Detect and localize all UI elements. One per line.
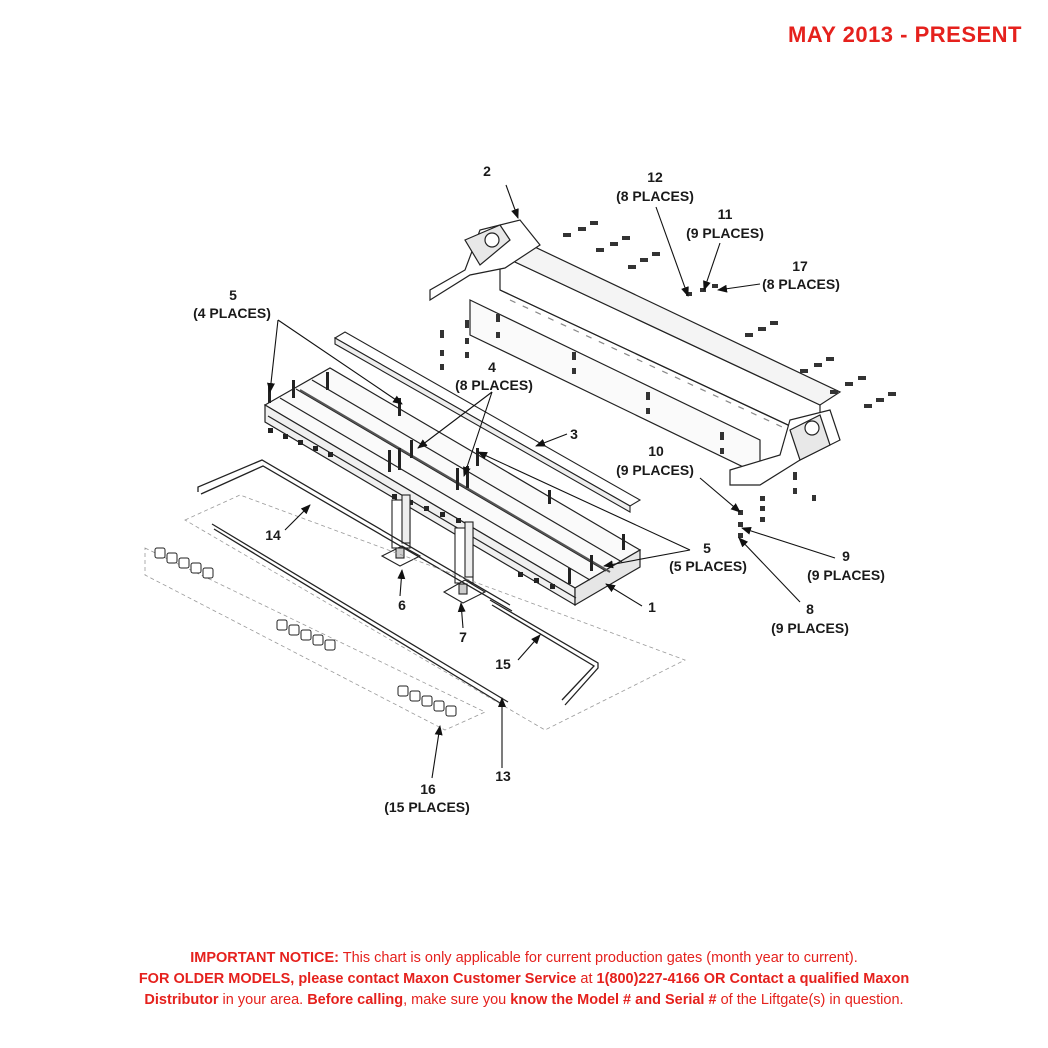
callout-13-number: 13 [495, 768, 511, 784]
callout-17-qty: (8 PLACES) [762, 276, 840, 292]
callout-14-number: 14 [265, 527, 281, 543]
notice-phone: 1(800)227-4166 OR Contact a qualified Ma… [596, 971, 910, 987]
callout-16-number: 16 [420, 781, 436, 797]
notice-line-1: IMPORTANT NOTICE: This chart is only app… [0, 948, 1048, 969]
leader-lines [267, 184, 836, 779]
notice-model-serial: know the Model # and Serial # [510, 992, 717, 1008]
notice-older-models: FOR OLDER MODELS, please contact Maxon C… [138, 971, 577, 987]
callout-7-number: 7 [459, 629, 467, 645]
callout-4-number: 4 [488, 359, 496, 375]
callout-labels: 1 2 3 4 (8 PLACES) 5 (4 PLACES) 5 (5 PLA… [193, 163, 885, 815]
callout-6-number: 6 [398, 597, 406, 613]
callout-9-qty: (9 PLACES) [807, 567, 885, 583]
notice-line-3: Distributor in your area. Before calling… [0, 990, 1048, 1011]
frame-hardware-drawing [440, 221, 896, 538]
callout-8-qty: (9 PLACES) [771, 620, 849, 636]
callout-8-number: 8 [806, 601, 814, 617]
notice-text-1: This chart is only applicable for curren… [338, 950, 858, 966]
callout-3-number: 3 [570, 426, 578, 442]
notice-before-calling: Before calling [307, 992, 404, 1008]
callout-16-qty: (15 PLACES) [384, 799, 470, 815]
notice-text-4: , make sure you [403, 992, 511, 1008]
callout-17-number: 17 [792, 258, 808, 274]
main-frame-drawing [429, 219, 842, 486]
callout-11-number: 11 [718, 206, 733, 222]
notice-text-2: at [576, 971, 597, 987]
post-7-drawing [442, 521, 487, 604]
callout-5-upper-number: 5 [229, 287, 237, 303]
notice-line-2: FOR OLDER MODELS, please contact Maxon C… [0, 969, 1048, 990]
important-notice: IMPORTANT NOTICE: This chart is only app… [0, 948, 1048, 1011]
notice-heading: IMPORTANT NOTICE: [190, 950, 339, 966]
callout-10-qty: (9 PLACES) [616, 462, 694, 478]
callout-10-number: 10 [648, 443, 664, 459]
callout-5-lower-qty: (5 PLACES) [669, 558, 747, 574]
post-6-drawing [380, 494, 422, 567]
notice-text-5: of the Liftgate(s) in question. [716, 992, 904, 1008]
callout-5-lower-number: 5 [703, 540, 711, 556]
notice-distributor: Distributor [144, 992, 219, 1008]
callout-4-qty: (8 PLACES) [455, 377, 533, 393]
callout-12-number: 12 [647, 169, 663, 185]
notice-text-3: in your area. [218, 992, 308, 1008]
callout-5-upper-qty: (4 PLACES) [193, 305, 271, 321]
callout-1-number: 1 [648, 599, 656, 615]
callout-15-number: 15 [495, 656, 511, 672]
callout-12-qty: (8 PLACES) [616, 188, 694, 204]
angle-strip-drawing [333, 331, 642, 513]
callout-2-number: 2 [483, 163, 491, 179]
callout-9-number: 9 [842, 548, 850, 564]
dashed-reference-outline-lower [144, 547, 486, 731]
rods-drawing [197, 459, 599, 707]
dashed-reference-outline [184, 494, 687, 731]
date-range-title: MAY 2013 - PRESENT [788, 22, 1022, 47]
blocks-drawing [154, 547, 457, 717]
callout-11-qty: (9 PLACES) [686, 225, 764, 241]
